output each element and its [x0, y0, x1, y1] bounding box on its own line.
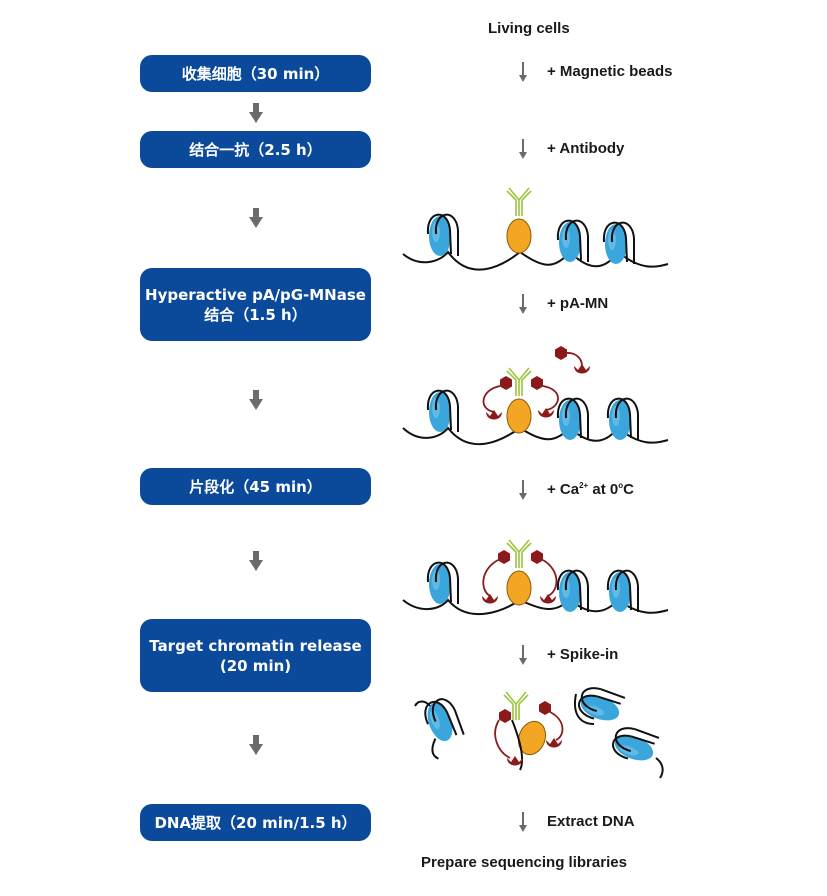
flow-arrow-icon	[249, 208, 263, 228]
nucleosome-icon	[556, 397, 589, 441]
nucleosome-icon	[556, 569, 589, 613]
pa-mnase-icon	[499, 709, 511, 723]
pa-mnase-icon	[539, 701, 551, 715]
reagent-spike-in: + Spike-in	[547, 646, 619, 663]
step-chromatin-release: Target chromatin release (20 min)	[140, 619, 371, 692]
flow-arrow-icon	[249, 103, 263, 123]
flow-arrow-icon	[249, 551, 263, 571]
transcription-factor-icon	[506, 398, 532, 434]
reagent-extract-dna: Extract DNA	[547, 813, 635, 830]
reagent-antibody: + Antibody	[547, 140, 625, 157]
scene-antibody-binding	[402, 187, 669, 271]
reagent-magnetic-beads: + Magnetic beads	[547, 63, 673, 80]
nucleosome-icon	[556, 219, 589, 263]
down-arrow-icon	[519, 812, 527, 832]
step-label: DNA提取（20 min/1.5 h）	[154, 813, 357, 832]
step-fragmentation: 片段化（45 min）	[140, 468, 371, 505]
transcription-factor-icon	[517, 720, 547, 756]
down-arrow-icon	[519, 480, 527, 500]
scene-pa-mn-binding	[402, 367, 669, 446]
prepare-libraries-label: Prepare sequencing libraries	[421, 854, 627, 871]
scene-fragmentation	[402, 539, 669, 616]
nucleosome-icon	[602, 221, 635, 265]
scene-chromatin-release	[414, 682, 664, 779]
mnase-claw-icon	[482, 594, 498, 604]
nucleosome-icon	[420, 694, 465, 760]
nucleosome-icon	[426, 561, 459, 605]
down-arrow-icon	[519, 139, 527, 159]
down-arrow-icon	[519, 62, 527, 82]
antibody-icon	[506, 539, 532, 569]
step-label: 结合一抗（2.5 h）	[189, 140, 322, 159]
charge-superscript: 2+	[579, 481, 589, 490]
nucleosome-icon	[608, 722, 660, 768]
mnase-claw-icon	[540, 594, 556, 604]
antibody-icon	[506, 187, 532, 217]
step-label: 收集细胞（30 min）	[181, 64, 330, 83]
nucleosome-icon	[574, 682, 626, 728]
nucleosome-icon	[606, 397, 639, 441]
step-collect-cells: 收集细胞（30 min）	[140, 55, 371, 92]
mnase-claw-icon	[538, 408, 554, 418]
down-arrow-icon	[519, 645, 527, 665]
reagent-pa-mn: + pA-MN	[547, 295, 609, 312]
flow-arrow-icon	[249, 390, 263, 410]
reagent-calcium-middle: at 0	[588, 481, 619, 498]
nucleosome-icon	[426, 389, 459, 433]
nucleosome-icon	[606, 569, 639, 613]
pa-mnase-icon	[498, 550, 510, 564]
step-dna-extraction: DNA提取（20 min/1.5 h）	[140, 804, 371, 841]
reagent-calcium-prefix: + Ca	[547, 481, 580, 498]
step-label: Target chromatin release	[149, 636, 362, 655]
pa-mnase-icon	[531, 376, 543, 390]
step-label-line2: 结合（1.5 h）	[204, 305, 307, 324]
free-pa-mn-icon	[555, 346, 590, 374]
down-arrow-icon	[519, 294, 527, 314]
mnase-claw-icon	[486, 410, 502, 420]
reagent-calcium: + Ca2+ at 0oC	[547, 481, 634, 498]
transcription-factor-icon	[506, 218, 532, 254]
step-label: 片段化（45 min）	[189, 477, 322, 496]
flow-arrow-icon	[249, 735, 263, 755]
mnase-claw-icon	[546, 738, 562, 748]
reagent-calcium-unit: C	[623, 481, 634, 498]
step-pa-pg-mnase-binding: Hyperactive pA/pG-MNase 结合（1.5 h）	[140, 268, 371, 341]
step-label: Hyperactive pA/pG-MNase	[145, 285, 366, 304]
nucleosome-icon	[426, 213, 459, 257]
living-cells-label: Living cells	[488, 20, 570, 37]
pa-mnase-icon	[500, 376, 512, 390]
transcription-factor-icon	[506, 570, 532, 606]
step-label-line2: (20 min)	[219, 656, 292, 675]
pa-mnase-icon	[531, 550, 543, 564]
step-primary-antibody: 结合一抗（2.5 h）	[140, 131, 371, 168]
degree-superscript: o	[618, 481, 624, 490]
